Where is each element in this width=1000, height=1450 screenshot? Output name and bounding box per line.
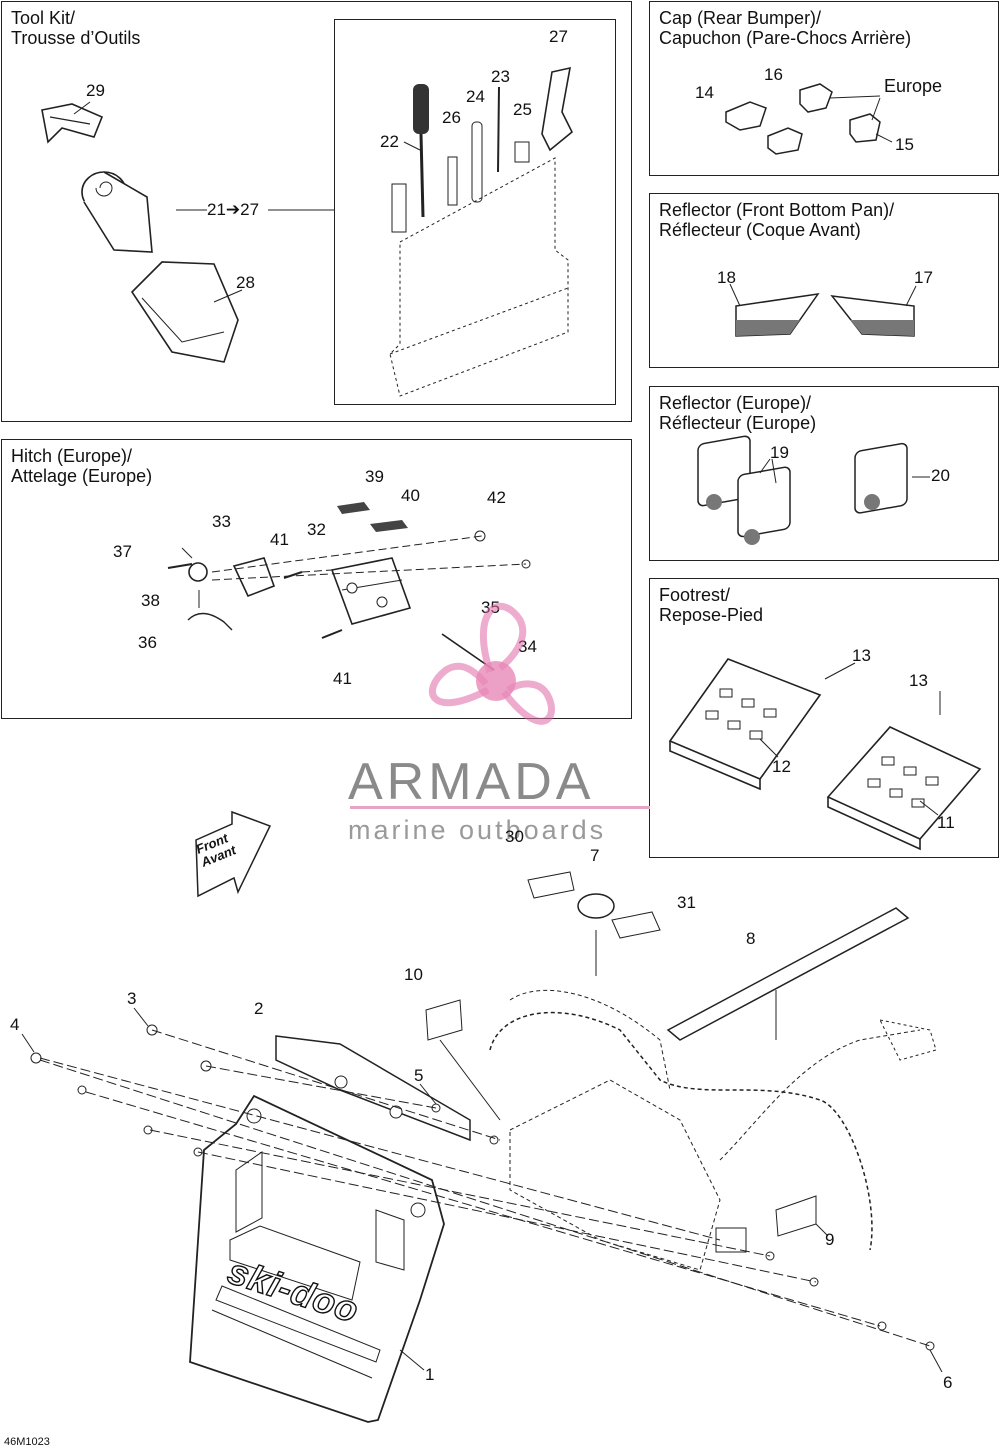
callout-16: 16 (764, 65, 783, 84)
watermark-brand: ARMADA (348, 753, 595, 811)
tool-kit-title: Tool Kit/ Trousse d’Outils (11, 8, 141, 48)
callout-1: 1 (425, 1365, 435, 1384)
callout-19: 19 (770, 443, 789, 462)
callout-22: 22 (380, 132, 399, 151)
cap-title: Cap (Rear Bumper)/ Capuchon (Pare-Chocs … (659, 8, 912, 48)
cap-panel: Cap (Rear Bumper)/ Capuchon (Pare-Chocs … (649, 1, 999, 176)
callout-10: 10 (404, 965, 423, 984)
callout-20: 20 (931, 466, 950, 485)
watermark-tagline: marine outboards (348, 815, 607, 845)
reflector-europe-panel: Reflector (Europe)/ Réflecteur (Europe) … (649, 386, 999, 561)
reflector-europe-illustration (697, 435, 930, 545)
callout-18: 18 (717, 268, 736, 287)
callout-13-left: 13 (852, 646, 871, 665)
tool-kit-illustration (41, 66, 574, 397)
callout-31: 31 (677, 893, 696, 912)
callout-9: 9 (825, 1230, 835, 1249)
callout-14: 14 (695, 83, 714, 102)
hitch-panel: Hitch (Europe)/ Attelage (Europe) 39 40 … (1, 439, 632, 719)
callout-13-right: 13 (909, 671, 928, 690)
footrest-illustration (668, 658, 982, 851)
callout-27: 27 (549, 27, 568, 46)
callout-23: 23 (491, 67, 510, 86)
callout-17: 17 (914, 268, 933, 287)
callout-38: 38 (141, 591, 160, 610)
callout-41-top: 41 (270, 530, 289, 549)
callout-3: 3 (127, 989, 137, 1008)
callout-15: 15 (895, 135, 914, 154)
callout-32: 32 (307, 520, 326, 539)
hitch-title: Hitch (Europe)/ Attelage (Europe) (11, 446, 153, 486)
europe-label: Europe (884, 76, 943, 96)
callout-30: 30 (505, 827, 524, 846)
tool-kit-inset-box (334, 19, 616, 405)
callout-25: 25 (513, 100, 532, 119)
cap-illustration (725, 83, 893, 155)
callout-29: 29 (86, 81, 105, 100)
callout-21-27: 21➔27 (207, 200, 260, 219)
tool-kit-panel: Tool Kit/ Trousse d’Outils 29 (1, 1, 632, 422)
callout-5: 5 (414, 1066, 424, 1085)
hitch-illustration (167, 502, 531, 671)
reflector-front-panel: Reflector (Front Bottom Pan)/ Réflecteur… (649, 193, 999, 368)
callout-12: 12 (772, 757, 791, 776)
reflector-front-title: Reflector (Front Bottom Pan)/ Réflecteur… (659, 200, 895, 240)
callout-37: 37 (113, 542, 132, 561)
callout-11: 11 (937, 813, 955, 832)
callout-33: 33 (212, 512, 231, 531)
callout-24: 24 (466, 87, 485, 106)
callout-7: 7 (590, 846, 600, 865)
footrest-title: Footrest/ Repose-Pied (659, 585, 764, 625)
callout-4: 4 (10, 1015, 20, 1034)
reflector-europe-title: Reflector (Europe)/ Réflecteur (Europe) (659, 393, 817, 433)
callout-28: 28 (236, 273, 255, 292)
callout-42: 42 (487, 488, 506, 507)
watermark-underline (350, 806, 650, 809)
footrest-panel: Footrest/ Repose-Pied 13 13 12 11 (649, 578, 999, 858)
callout-2: 2 (254, 999, 264, 1018)
callout-40: 40 (401, 486, 420, 505)
callout-36: 36 (138, 633, 157, 652)
reflector-front-illustration (729, 283, 917, 337)
callout-8: 8 (746, 929, 756, 948)
callout-26: 26 (442, 108, 461, 127)
callout-6: 6 (943, 1373, 953, 1392)
callout-39: 39 (365, 467, 384, 486)
diagram-code: 46M1023 (4, 1436, 50, 1448)
callout-41-bottom: 41 (333, 669, 352, 688)
